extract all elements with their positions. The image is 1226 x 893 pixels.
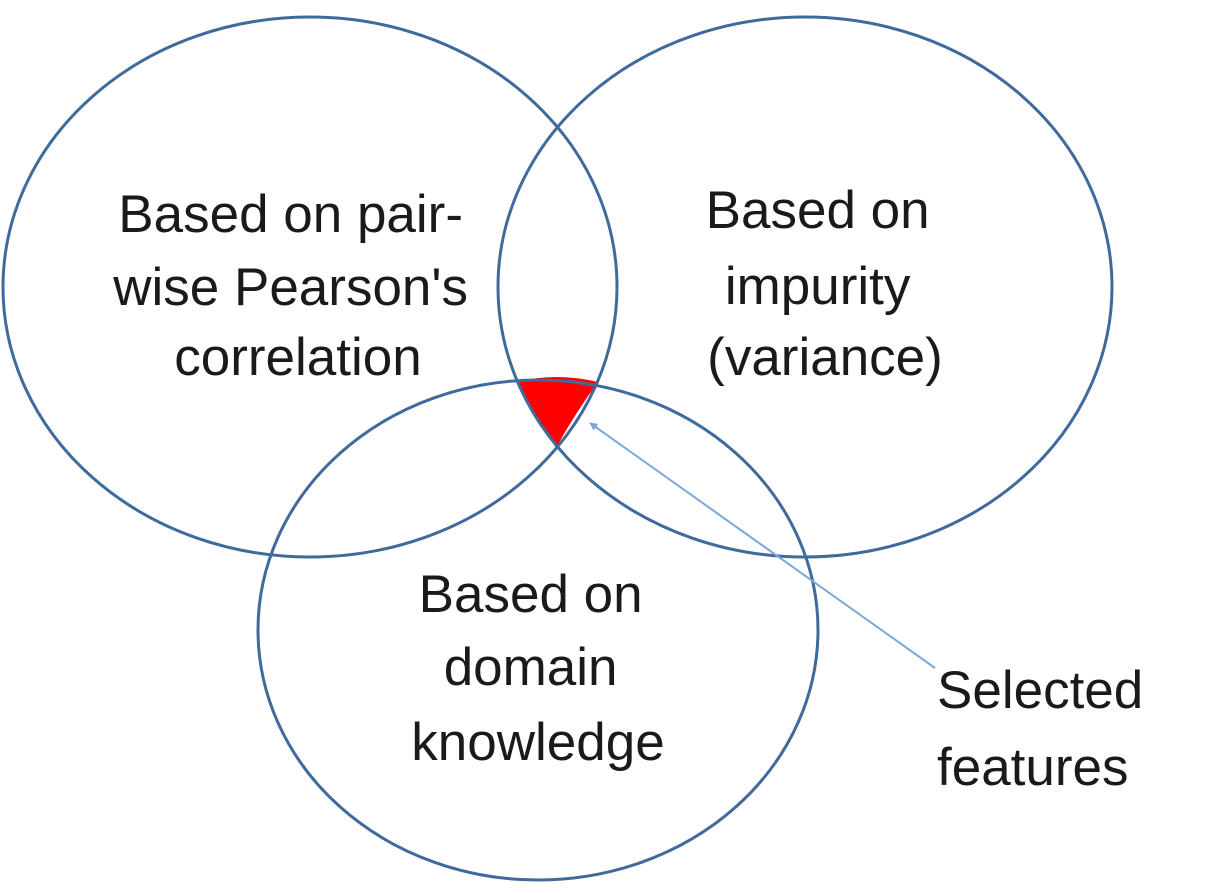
pearson-label-line-3: correlation: [174, 328, 421, 387]
selected-features-region: [516, 377, 598, 448]
pearson-label-line-1: Based on pair-: [118, 185, 463, 244]
callout-arrow: [589, 422, 936, 669]
impurity-circle-label: Based on impurity (variance): [706, 181, 945, 387]
callout-line-1: Selected: [937, 661, 1143, 720]
domain-label-line-2: domain: [444, 638, 618, 697]
domain-label-line-1: Based on: [419, 565, 643, 624]
impurity-label-line-3: (variance): [707, 328, 943, 387]
impurity-label-line-1: Based on: [706, 181, 930, 240]
callout-line-2: features: [937, 738, 1129, 797]
domain-knowledge-circle: [256, 378, 820, 882]
selected-features-label: Selected features: [937, 661, 1158, 797]
pearson-label-line-2: wise Pearson's: [112, 258, 468, 317]
pearson-circle-label: Based on pair- wise Pearson's correlatio…: [112, 185, 483, 387]
impurity-label-line-2: impurity: [725, 257, 911, 316]
pearson-correlation-circle: [1, 15, 619, 559]
domain-label-line-3: knowledge: [411, 713, 664, 772]
domain-circle-label: Based on domain knowledge: [411, 565, 664, 772]
